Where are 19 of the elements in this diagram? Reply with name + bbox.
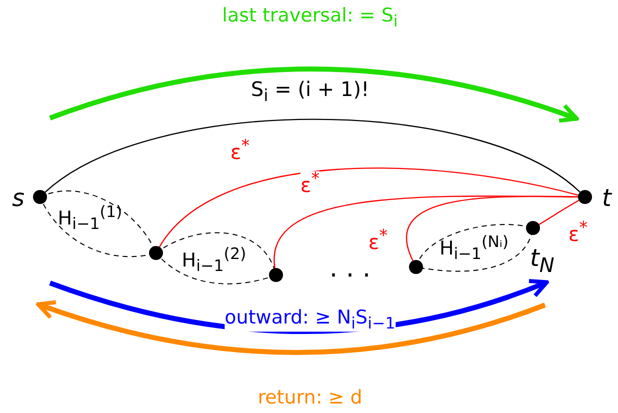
edge-line — [538, 200, 580, 225]
vertex-dot — [269, 268, 283, 282]
edge-label: ε$^{*}$ — [230, 138, 250, 162]
edge-label: ε$^{*}$ — [368, 228, 388, 252]
vertex-dot — [149, 246, 163, 260]
edge-line — [44, 118, 580, 193]
vertex-label: s — [12, 186, 25, 210]
arrow-label: outward: ≥ N$_{i}$S$_{i−1}$ — [224, 308, 396, 332]
edge-label: ε$^{*}$ — [300, 171, 320, 195]
vertex-label: t$_{N}$ — [530, 246, 554, 275]
vertex-dot — [33, 190, 47, 204]
vertex-dot — [409, 260, 423, 274]
edge-line — [159, 168, 578, 248]
vertex-dot — [526, 221, 540, 235]
arrow-label: last traversal: = S$_{i}$ — [222, 6, 398, 30]
edge-label: ε$^{*}$ — [568, 220, 588, 244]
edge-line — [406, 196, 578, 261]
vertex-label: t — [602, 186, 612, 210]
vertex-dot — [578, 190, 592, 204]
